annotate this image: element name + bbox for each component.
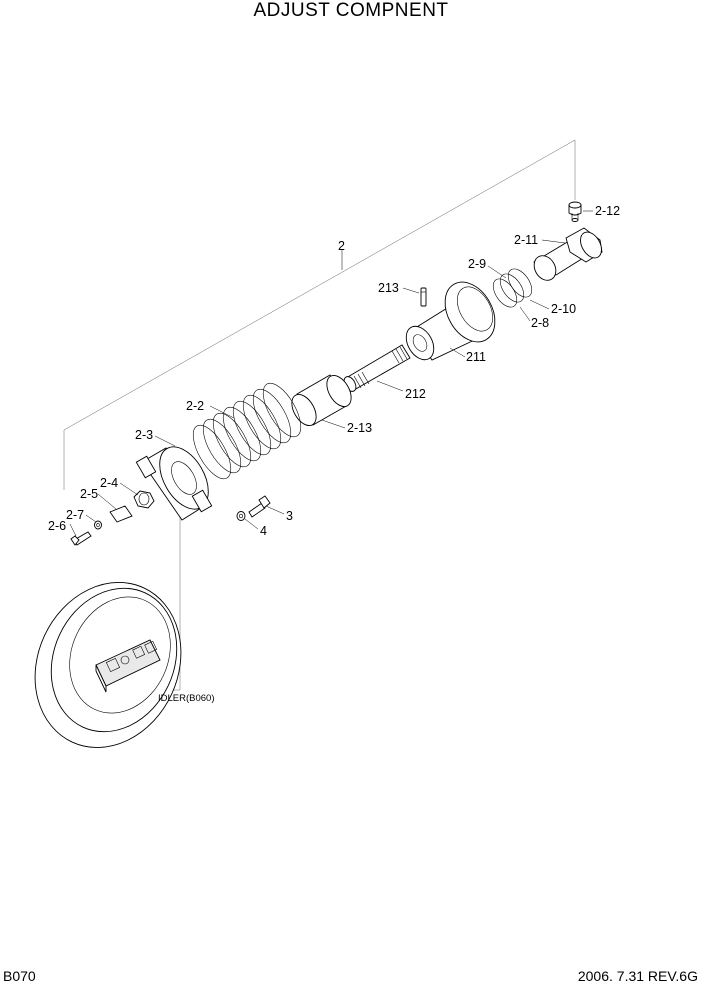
page-code: B070 <box>3 968 36 984</box>
part-2-12-plug <box>568 201 582 222</box>
label-2-8: 2-8 <box>531 316 549 330</box>
part-2-11-cylinder <box>533 227 603 281</box>
label-2-6: 2-6 <box>48 519 66 533</box>
label-212: 212 <box>405 387 426 401</box>
part-2-4-nut <box>133 490 155 509</box>
label-2-9: 2-9 <box>468 257 486 271</box>
label-2-7: 2-7 <box>66 508 84 522</box>
label-2-12: 2-12 <box>595 204 620 218</box>
part-2-7-washer <box>94 520 102 530</box>
label-2-5: 2-5 <box>80 487 98 501</box>
label-idler: IDLER(B060) <box>158 693 215 704</box>
label-2: 2 <box>338 239 345 253</box>
part-2-13-spacer <box>291 374 352 426</box>
part-4-washer <box>236 511 246 521</box>
revision-date: 2006. 7.31 REV.6G <box>577 968 698 984</box>
label-2-10: 2-10 <box>551 302 576 316</box>
part-213-pin <box>420 287 427 307</box>
part-212-rod <box>343 344 411 392</box>
leader-lines <box>69 210 593 537</box>
part-2-5-clip <box>109 505 133 523</box>
part-2-2-spring <box>192 382 302 480</box>
part-3-bolt <box>248 495 271 518</box>
part-2-3-bracket <box>135 446 213 521</box>
label-2-2: 2-2 <box>186 399 204 413</box>
page-title: ADJUST COMPNENT <box>253 0 449 21</box>
assembly-bracket-2 <box>63 139 576 490</box>
label-2-13: 2-13 <box>347 421 372 435</box>
label-211: 211 <box>466 350 486 364</box>
label-2-11: 2-11 <box>514 233 538 247</box>
part-211-housing <box>405 281 496 361</box>
label-2-3: 2-3 <box>135 428 153 442</box>
idler-wheel <box>34 582 182 748</box>
label-4: 4 <box>260 524 267 538</box>
label-213: 213 <box>378 281 399 295</box>
part-2-6-bolt <box>70 531 92 546</box>
label-2-4: 2-4 <box>100 476 118 490</box>
label-3: 3 <box>286 509 293 523</box>
part-2-9-2-10-rings <box>492 268 533 308</box>
